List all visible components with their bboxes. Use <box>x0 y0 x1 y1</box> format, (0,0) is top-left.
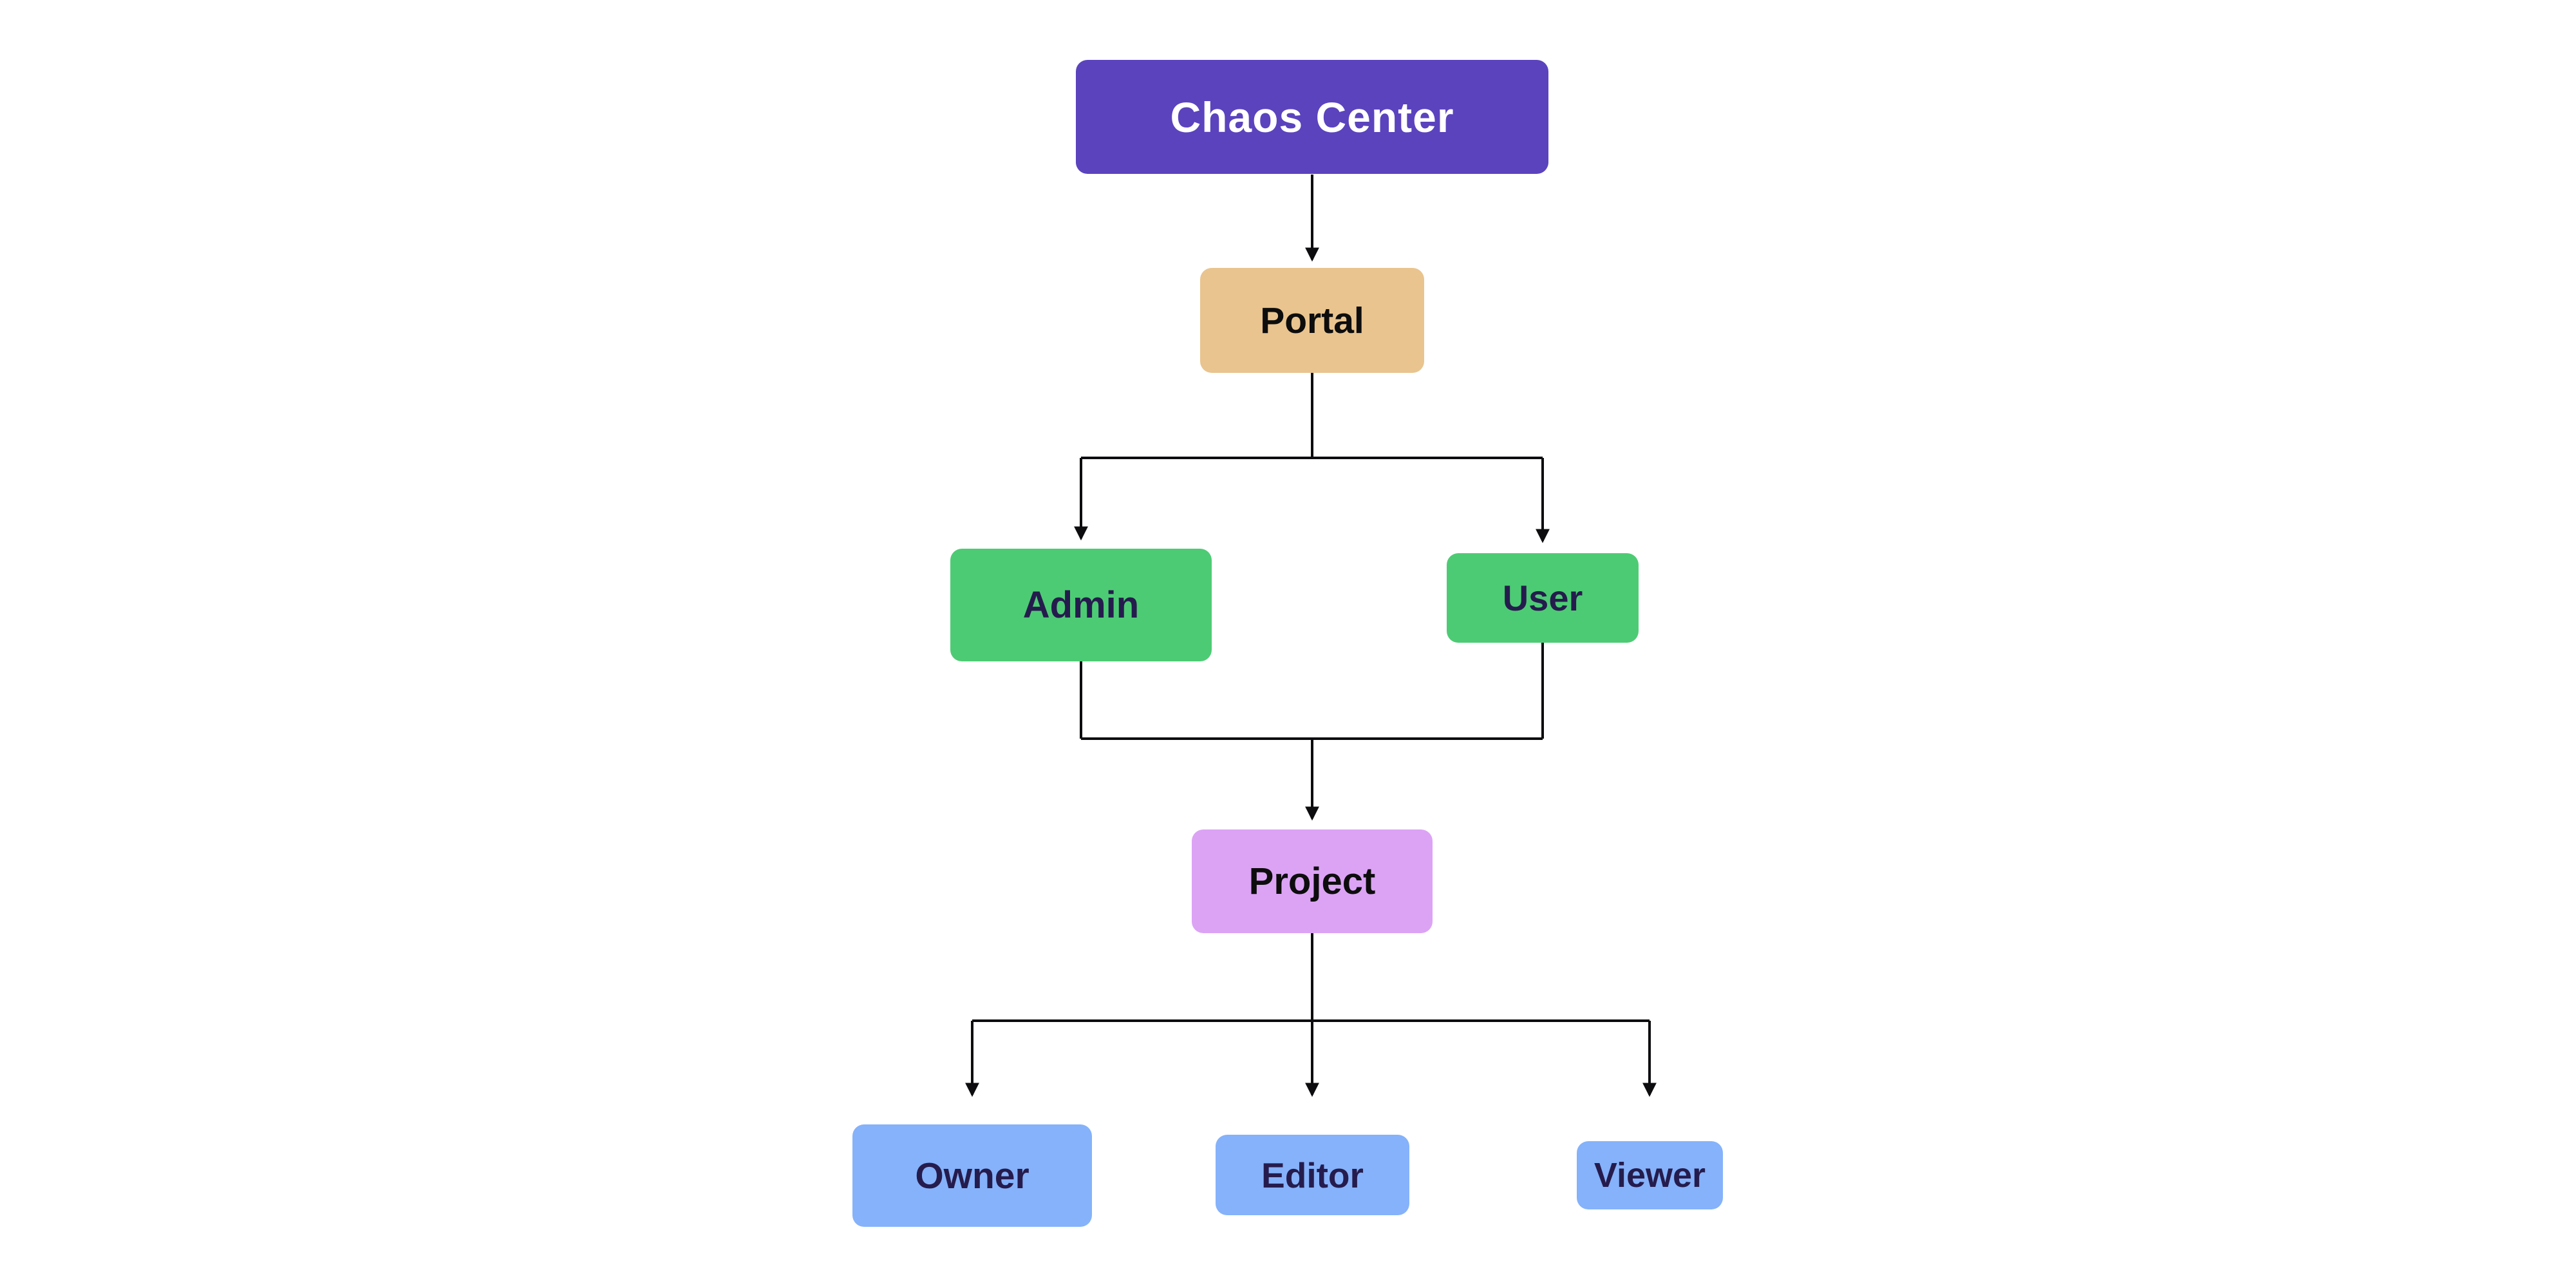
node-label: Chaos Center <box>1170 93 1454 141</box>
node-chaos-center: Chaos Center <box>1076 60 1548 174</box>
node-editor: Editor <box>1216 1135 1409 1215</box>
node-viewer: Viewer <box>1577 1141 1723 1209</box>
node-label: Editor <box>1261 1155 1364 1195</box>
node-project: Project <box>1192 829 1433 933</box>
node-label: Portal <box>1260 299 1364 341</box>
node-portal: Portal <box>1200 268 1424 373</box>
node-label: User <box>1502 578 1583 618</box>
edge-project-to-owner-editor-viewer <box>965 933 1657 1097</box>
edge-admin-and-user-to-project <box>1080 643 1544 821</box>
node-label: Owner <box>915 1155 1029 1197</box>
node-label: Viewer <box>1594 1156 1706 1195</box>
edge-portal-to-admin-and-user <box>1074 373 1550 544</box>
node-admin: Admin <box>950 549 1212 661</box>
node-label: Project <box>1248 860 1376 902</box>
node-owner: Owner <box>852 1124 1092 1227</box>
node-label: Admin <box>1022 584 1140 626</box>
node-user: User <box>1447 553 1639 643</box>
